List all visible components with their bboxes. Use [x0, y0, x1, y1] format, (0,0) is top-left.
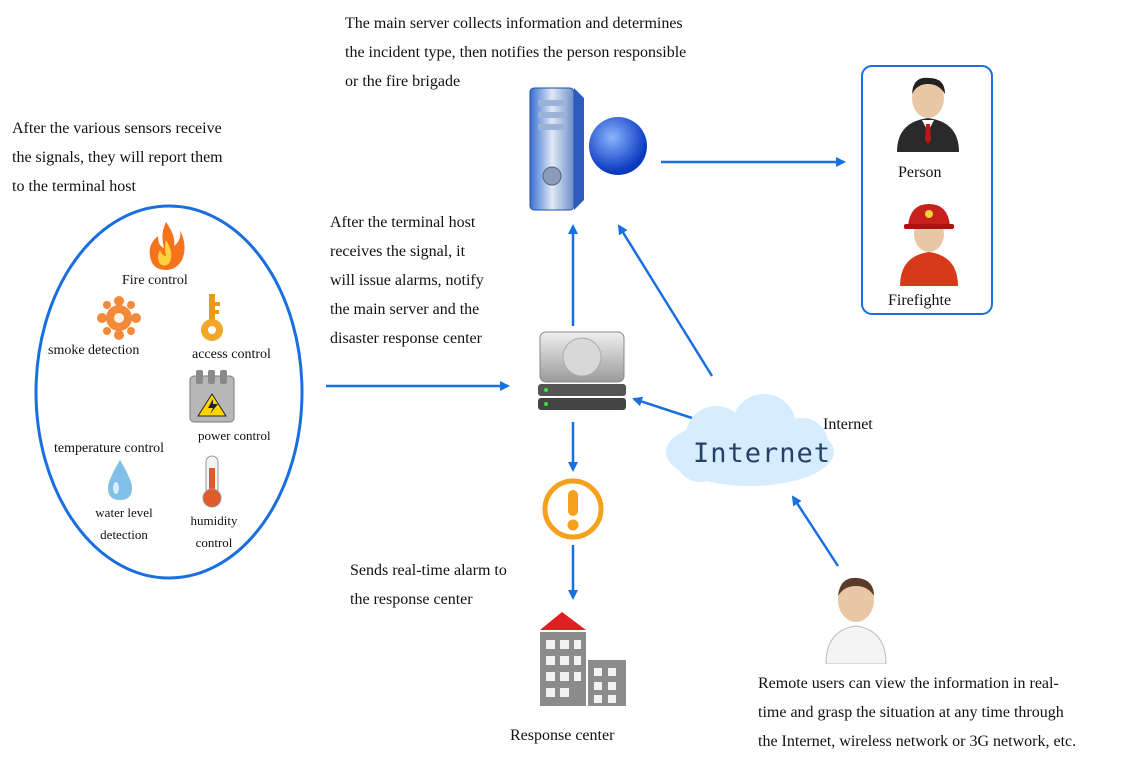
terminal-note: After the terminal host receives the sig… — [330, 214, 484, 347]
person-label: Person — [898, 164, 942, 181]
firefighter-icon — [900, 204, 958, 286]
main-server-note: The main server collects information and… — [345, 15, 687, 90]
smoke-detector-icon — [97, 296, 141, 340]
water-drop-icon — [108, 460, 132, 500]
internet-cloud-icon — [666, 394, 834, 486]
sensors-ellipse — [34, 204, 304, 580]
sensors-note: After the various sensors receive the si… — [12, 120, 223, 195]
thermometer-icon — [202, 455, 222, 508]
alarm-note: Sends real-time alarm to the response ce… — [350, 562, 507, 608]
fire-icon — [149, 222, 185, 270]
firefighter-label: Firefighte — [888, 292, 952, 309]
person-icon — [897, 77, 959, 152]
main-server-icon — [529, 87, 647, 211]
remote-user-icon — [825, 577, 887, 664]
power-control-label: power control — [198, 428, 271, 443]
internet-label: Internet — [823, 416, 873, 433]
internet-cloud-text: Internet — [693, 438, 832, 469]
response-center-building-icon — [540, 612, 626, 706]
response-center-label: Response center — [510, 727, 615, 744]
access-control-label: access control — [192, 347, 271, 362]
arrow-user-to-internet — [791, 495, 840, 567]
fire-control-label: Fire control — [122, 273, 188, 288]
terminal-host-icon — [538, 331, 626, 410]
arrow-internet-to-terminal — [632, 396, 693, 420]
alert-icon — [542, 478, 604, 540]
arrow-internet-to-server — [617, 224, 714, 377]
water-level-label: water level detection — [95, 505, 153, 542]
temperature-control-label: temperature control — [54, 441, 165, 456]
recipients-box — [861, 65, 993, 315]
humidity-control-label: humidity control — [190, 513, 238, 550]
remote-users-note: Remote users can view the information in… — [758, 675, 1077, 750]
smoke-detection-label: smoke detection — [48, 343, 140, 358]
power-box-icon — [189, 370, 235, 423]
key-icon — [201, 294, 223, 341]
